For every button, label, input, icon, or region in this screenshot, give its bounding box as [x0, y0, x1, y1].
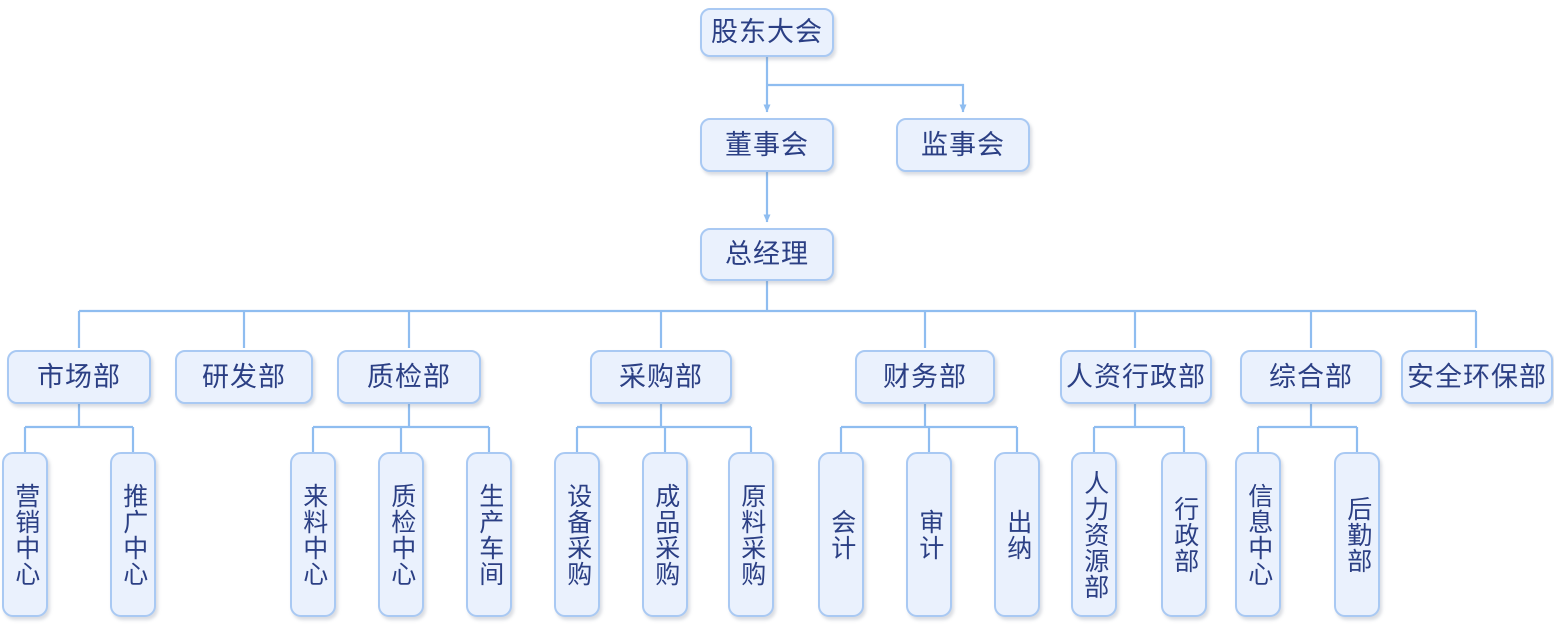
node-label: 质检中心	[387, 482, 415, 587]
node-label: 原料采购	[737, 482, 765, 587]
node-label: 审计	[915, 508, 943, 561]
node-equipment-purchase[interactable]: 设备采购	[554, 452, 600, 617]
node-label: 人资行政部	[1066, 361, 1206, 392]
node-label: 生产车间	[475, 482, 503, 587]
node-cashier[interactable]: 出纳	[994, 452, 1040, 617]
node-label: 监事会	[921, 129, 1005, 160]
node-label: 研发部	[202, 361, 286, 392]
node-market-department[interactable]: 市场部	[7, 350, 151, 404]
node-label: 来料中心	[299, 482, 327, 587]
node-label: 安全环保部	[1407, 361, 1547, 392]
node-rnd-department[interactable]: 研发部	[175, 350, 313, 404]
node-promo-center[interactable]: 推广中心	[110, 452, 156, 617]
node-general-department[interactable]: 综合部	[1240, 350, 1382, 404]
node-label: 质检部	[367, 361, 451, 392]
node-qc-department[interactable]: 质检部	[337, 350, 481, 404]
node-label: 推广中心	[119, 482, 147, 587]
node-label: 设备采购	[563, 482, 591, 587]
node-label: 信息中心	[1244, 482, 1272, 587]
node-admin-unit[interactable]: 行政部	[1161, 452, 1207, 617]
node-sales-center[interactable]: 营销中心	[2, 452, 48, 617]
node-label: 股东大会	[711, 17, 823, 47]
node-supervisors[interactable]: 监事会	[896, 118, 1030, 172]
node-it-center[interactable]: 信息中心	[1235, 452, 1281, 617]
node-incoming-center[interactable]: 来料中心	[290, 452, 336, 617]
node-label: 行政部	[1170, 495, 1198, 574]
node-label: 采购部	[619, 361, 703, 392]
node-safety-department[interactable]: 安全环保部	[1401, 350, 1553, 404]
node-label: 会计	[827, 508, 855, 561]
node-label: 出纳	[1003, 508, 1031, 561]
node-label: 综合部	[1269, 361, 1353, 392]
node-general-manager[interactable]: 总经理	[700, 228, 834, 281]
node-board[interactable]: 董事会	[700, 118, 834, 172]
node-label: 市场部	[37, 361, 121, 392]
node-label: 财务部	[883, 361, 967, 392]
node-label: 成品采购	[651, 482, 679, 587]
node-hr-unit[interactable]: 人力资源部	[1071, 452, 1117, 617]
node-label: 总经理	[725, 239, 809, 269]
node-hr-department[interactable]: 人资行政部	[1060, 350, 1212, 404]
node-label: 董事会	[725, 129, 809, 160]
node-product-purchase[interactable]: 成品采购	[642, 452, 688, 617]
node-logistics-unit[interactable]: 后勤部	[1334, 452, 1380, 617]
node-label: 后勤部	[1343, 495, 1371, 574]
node-material-purchase[interactable]: 原料采购	[728, 452, 774, 617]
node-finance-department[interactable]: 财务部	[855, 350, 995, 404]
node-shareholders[interactable]: 股东大会	[700, 8, 834, 57]
node-label: 人力资源部	[1080, 469, 1108, 600]
node-label: 营销中心	[11, 482, 39, 587]
node-accounting[interactable]: 会计	[818, 452, 864, 617]
node-qc-center[interactable]: 质检中心	[378, 452, 424, 617]
node-workshop[interactable]: 生产车间	[466, 452, 512, 617]
node-audit[interactable]: 审计	[906, 452, 952, 617]
node-purchase-department[interactable]: 采购部	[590, 350, 732, 404]
